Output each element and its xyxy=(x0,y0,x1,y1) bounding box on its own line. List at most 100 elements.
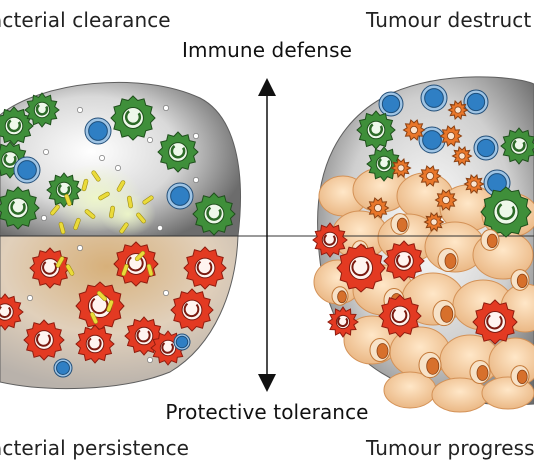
red-immune-cell xyxy=(312,222,348,258)
red-cell-nucleus-detail xyxy=(127,256,144,272)
bacterium xyxy=(64,193,72,207)
green-cell-detail xyxy=(10,200,26,215)
bacterium xyxy=(90,312,98,324)
tumour-progression-label: Tumour progress xyxy=(366,436,534,460)
red-immune-cell xyxy=(472,299,518,345)
orange-cell-nucleus xyxy=(409,126,418,135)
orange-cell-nucleus xyxy=(470,180,478,188)
green-immune-cell xyxy=(110,95,156,141)
bacterium xyxy=(121,263,129,277)
orange-immune-cell xyxy=(366,197,390,219)
orange-cell-nucleus xyxy=(430,218,438,226)
orange-cell-nucleus xyxy=(425,171,434,180)
blue-cell-core xyxy=(466,92,486,112)
red-immune-cell xyxy=(0,293,24,331)
green-cell-detail xyxy=(206,206,222,221)
green-immune-cell xyxy=(24,92,60,128)
green-immune-cell xyxy=(366,146,402,182)
blue-cell-core xyxy=(422,130,442,150)
tumour-cell-nucleus xyxy=(510,269,530,291)
bacterium xyxy=(98,191,110,201)
arrow-down-icon xyxy=(258,374,276,392)
green-cell-detail xyxy=(57,184,71,196)
tumour-nucleus-core xyxy=(486,233,498,249)
bacterium xyxy=(136,212,146,224)
bacterium xyxy=(50,204,60,216)
tumour-cell-nucleus xyxy=(432,299,456,327)
blue-immune-cell xyxy=(53,358,73,378)
blue-cell-core xyxy=(17,160,37,180)
red-immune-cell xyxy=(75,324,115,364)
cell-layer xyxy=(0,84,534,387)
tumour-nucleus-core xyxy=(516,369,528,385)
orange-cell-nucleus xyxy=(397,164,405,172)
tumour-destruction-label: Tumour destruct xyxy=(366,8,532,32)
bacterium xyxy=(73,217,81,231)
blue-immune-cell xyxy=(473,135,499,161)
tumour-nucleus-core xyxy=(440,305,454,323)
green-immune-cell xyxy=(157,131,199,173)
red-immune-cell xyxy=(327,306,359,338)
bacterium xyxy=(127,195,133,209)
orange-immune-cell xyxy=(447,100,469,120)
tumour-cell-nucleus xyxy=(469,360,491,384)
blue-cell-core xyxy=(88,121,108,141)
green-cell-detail xyxy=(124,110,142,126)
tumour-nucleus-core xyxy=(444,253,457,269)
green-immune-cell xyxy=(0,186,40,230)
red-immune-cell xyxy=(336,243,386,293)
orange-immune-cell xyxy=(418,165,442,187)
red-cell-nucleus-detail xyxy=(183,302,200,318)
red-immune-cell xyxy=(170,288,214,332)
red-cell-nucleus-detail xyxy=(0,305,12,319)
green-immune-cell xyxy=(480,186,532,238)
green-cell-detail xyxy=(7,119,21,133)
blue-cell-core xyxy=(170,186,190,206)
tumour-nucleus-core xyxy=(337,290,347,304)
green-immune-cell xyxy=(46,172,82,208)
green-immune-cell xyxy=(356,110,396,150)
particle xyxy=(99,155,105,161)
immune-defense-label: Immune defense xyxy=(181,38,353,62)
bacterium xyxy=(119,222,129,234)
tumour-cell-nucleus xyxy=(390,213,410,235)
green-cell-detail xyxy=(35,104,49,116)
particle xyxy=(193,177,199,183)
red-cell-nucleus-detail xyxy=(351,259,370,277)
bacterium xyxy=(142,195,154,205)
tumour-cell-nucleus xyxy=(418,351,442,379)
particle xyxy=(193,133,199,139)
particle xyxy=(115,165,121,171)
tumour-cell-nucleus xyxy=(437,248,459,272)
blue-cell-core xyxy=(381,94,401,114)
bacterium xyxy=(134,250,146,262)
immune-axis-arrow xyxy=(258,78,276,392)
red-immune-cell xyxy=(150,330,186,366)
bacterium xyxy=(146,263,154,277)
blue-immune-cell xyxy=(173,333,191,351)
tumour-nucleus-core xyxy=(376,343,389,359)
orange-immune-cell xyxy=(463,174,485,194)
orange-immune-cell xyxy=(451,146,473,166)
bacterial-persistence-label: acterial persistence xyxy=(0,436,190,460)
red-cell-nucleus-detail xyxy=(391,308,408,324)
particle xyxy=(163,105,169,111)
red-cell-nucleus-detail xyxy=(486,314,503,330)
particle xyxy=(147,137,153,143)
blue-immune-cell xyxy=(463,89,489,115)
particle xyxy=(77,107,83,113)
bacterium xyxy=(91,170,101,182)
orange-immune-cell xyxy=(439,125,463,147)
orange-cell-nucleus xyxy=(373,203,382,212)
bacterium xyxy=(81,178,89,192)
red-cell-nucleus-detail xyxy=(323,234,336,246)
protective-tolerance-label: Protective tolerance xyxy=(165,400,369,424)
orange-immune-cell xyxy=(390,158,412,178)
green-cell-detail xyxy=(3,153,17,166)
green-cell-detail xyxy=(170,145,186,159)
green-immune-cell xyxy=(0,106,34,146)
bacterium xyxy=(106,299,114,313)
blue-immune-cell xyxy=(378,91,404,117)
red-cell-nucleus-detail xyxy=(161,342,174,354)
orange-cell-nucleus xyxy=(441,195,450,204)
